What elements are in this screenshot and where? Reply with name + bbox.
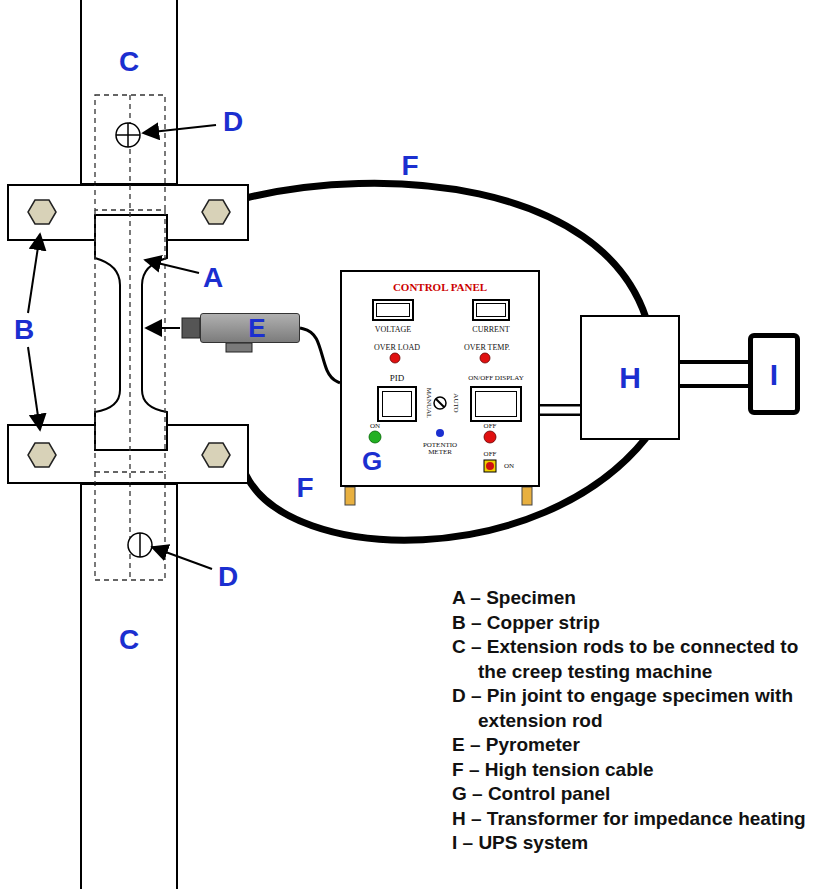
leader-lines bbox=[28, 125, 216, 569]
callout-letter: F bbox=[296, 472, 313, 504]
transformer-box: H bbox=[580, 315, 680, 440]
current-display: CURRENT bbox=[472, 299, 510, 321]
callout-letter: G bbox=[362, 447, 382, 476]
callout-letter: D bbox=[223, 106, 243, 138]
pin-mark bbox=[139, 533, 141, 557]
callout-letter: I bbox=[770, 358, 778, 391]
cable-group bbox=[540, 410, 580, 411]
panel-text: OVER LOAD bbox=[374, 344, 420, 353]
panel-text: AUTO bbox=[451, 393, 459, 412]
hex-bolt bbox=[28, 443, 56, 467]
hex-bolt bbox=[202, 443, 230, 467]
hex-bolt bbox=[28, 200, 56, 224]
callout-letter: H bbox=[619, 361, 641, 394]
key-entry: I – UPS system bbox=[452, 831, 824, 856]
indicator-lamp bbox=[390, 353, 400, 363]
extension-rod: C bbox=[80, 0, 178, 185]
potentiometer bbox=[436, 429, 444, 437]
hidden-line bbox=[164, 210, 165, 472]
pyrometer-lens bbox=[182, 318, 200, 338]
cable bbox=[300, 328, 340, 383]
key-entry: A – Specimen bbox=[452, 586, 824, 611]
pyrometer: E bbox=[200, 313, 300, 343]
callout-letter: F bbox=[401, 150, 418, 182]
off-button bbox=[484, 431, 496, 443]
knob-pointer bbox=[436, 399, 444, 407]
indicator-lamp bbox=[480, 353, 490, 363]
callout-letter: C bbox=[119, 47, 139, 78]
pyrometer-mount bbox=[226, 343, 252, 352]
pin-joint bbox=[128, 533, 152, 557]
leader-line bbox=[146, 327, 180, 329]
panel-text: PID bbox=[390, 374, 405, 384]
specimen bbox=[95, 215, 167, 450]
key-entry: D – Pin joint to engage specimen with ex… bbox=[452, 684, 824, 733]
ups-box: I bbox=[748, 333, 800, 415]
panel-foot bbox=[345, 487, 355, 505]
panel-text: CONTROL PANEL bbox=[393, 281, 487, 293]
cable bbox=[680, 360, 748, 388]
voltage-display: VOLTAGE bbox=[372, 299, 414, 321]
mains-switch bbox=[484, 460, 496, 472]
panel-text: OFF bbox=[484, 451, 497, 459]
key-entry: H – Transformer for impedance heating bbox=[452, 807, 824, 832]
control-panel: CONTROL PANEL OVER LOAD OVER TEMP. MANUAL AU… bbox=[340, 270, 540, 487]
hidden-line bbox=[94, 210, 95, 472]
panel-text: ON/OFF DISPLAY bbox=[468, 375, 524, 383]
pin-joint bbox=[116, 123, 140, 147]
callout-letter: C bbox=[119, 625, 139, 656]
switch-button bbox=[486, 462, 494, 470]
callout-letter: A bbox=[203, 262, 223, 294]
key-entry: G – Control panel bbox=[452, 782, 824, 807]
high-tension-cable bbox=[246, 183, 646, 318]
panel-text: MANUAL bbox=[424, 388, 432, 419]
cable-group bbox=[300, 328, 340, 383]
panel-text: CURRENT bbox=[472, 326, 509, 335]
panel-foot bbox=[522, 487, 532, 505]
panel-text: ON bbox=[370, 423, 380, 431]
hex-bolt bbox=[202, 200, 230, 224]
leader-line bbox=[145, 260, 199, 273]
cable-group bbox=[680, 374, 748, 375]
leader-line bbox=[143, 125, 216, 133]
callout-letter: D bbox=[218, 561, 238, 593]
mode-knob bbox=[434, 397, 446, 409]
leader-line bbox=[28, 347, 40, 430]
on-button bbox=[369, 431, 381, 443]
center-line bbox=[129, 95, 130, 580]
panel-text: OVER TEMP. bbox=[464, 344, 510, 353]
leader-line bbox=[28, 234, 40, 313]
panel-text: OFF bbox=[484, 423, 497, 431]
panel-text: ON bbox=[504, 463, 514, 471]
cable-core bbox=[540, 407, 580, 414]
pid-display: PID bbox=[377, 386, 417, 422]
key-entry: B – Copper strip bbox=[452, 611, 824, 636]
high-tension-cable bbox=[246, 438, 646, 540]
panel-text: VOLTAGE bbox=[375, 326, 411, 335]
onoff-display: ON/OFF DISPLAY bbox=[470, 386, 522, 422]
pin-mark bbox=[127, 123, 129, 147]
key-entry: C – Extension rods to be connected to th… bbox=[452, 635, 824, 684]
panel-text: POTENTIO METER bbox=[418, 442, 462, 456]
callout-letter: B bbox=[14, 314, 34, 346]
hidden-lines bbox=[95, 95, 165, 580]
key-entry: E – Pyrometer bbox=[452, 733, 824, 758]
cable-core bbox=[680, 364, 748, 384]
extension-rod: C bbox=[80, 483, 178, 889]
legend-list: A – SpecimenB – Copper stripC – Extensio… bbox=[452, 586, 824, 856]
key-entry: F – High tension cable bbox=[452, 758, 824, 783]
leader-line bbox=[152, 547, 212, 569]
pin-joints bbox=[116, 123, 152, 557]
callout-letter: E bbox=[248, 314, 265, 343]
cable bbox=[540, 404, 580, 416]
